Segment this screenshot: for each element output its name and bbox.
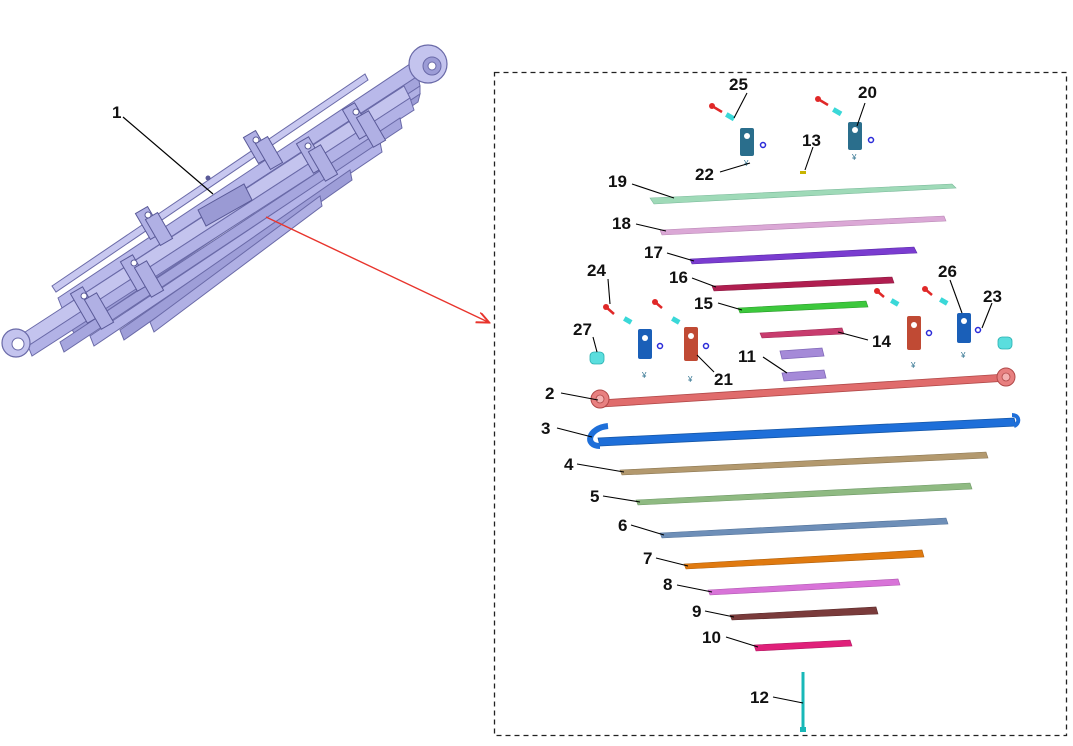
part-label-8: 8 <box>663 575 672 594</box>
leaf-9 <box>729 606 879 621</box>
leader-lines <box>556 92 993 704</box>
clip-26 <box>957 313 971 343</box>
svg-text:¥: ¥ <box>851 153 857 162</box>
part-label-12: 12 <box>750 688 769 707</box>
part-label-4: 4 <box>564 455 574 474</box>
part-label-25: 25 <box>729 75 748 94</box>
part-label-24: 24 <box>587 261 606 280</box>
leaf-17 <box>689 246 918 265</box>
leaf-4 <box>619 451 989 476</box>
part-label-26: 26 <box>938 262 957 281</box>
spring-eye-right <box>408 44 448 84</box>
part-label-27: 27 <box>573 320 592 339</box>
leaf-7 <box>683 549 925 570</box>
part-label-11: 11 <box>738 347 756 366</box>
part-label-21: 21 <box>714 370 733 389</box>
leaf-19 <box>649 183 957 205</box>
part-labels: 25 20 13 22 19 18 17 16 15 14 11 24 27 2… <box>541 75 1002 707</box>
leaf-10 <box>753 639 853 652</box>
part-label-22: 22 <box>695 165 714 184</box>
leader-arrow <box>265 216 488 322</box>
part-label-19: 19 <box>608 172 627 191</box>
part-label-7: 7 <box>643 549 652 568</box>
clip-red-right <box>907 316 921 350</box>
svg-text:¥: ¥ <box>687 375 693 384</box>
leaf-3 <box>597 417 1017 447</box>
part-label-20: 20 <box>858 83 877 102</box>
part-label-13: 13 <box>802 131 821 150</box>
part-label-1: 1 <box>112 103 121 122</box>
spring-eye-left <box>1 328 31 358</box>
middle-clip-hardware: ¥ ¥ ¥ ¥ <box>589 286 1013 384</box>
rebound-clips <box>69 102 387 330</box>
leaf-18 <box>659 215 947 236</box>
main-leaves <box>587 367 1021 652</box>
svg-text:¥: ¥ <box>743 159 749 168</box>
part-label-14: 14 <box>872 332 891 351</box>
leaf-15 <box>737 300 869 314</box>
part-label-5: 5 <box>590 487 599 506</box>
assembled-leaf-spring <box>1 44 448 358</box>
exploded-view-frame <box>493 71 1068 737</box>
part-label-9: 9 <box>692 602 701 621</box>
leaf-6 <box>659 517 949 539</box>
top-clip-hardware: ¥ ¥ <box>709 96 875 174</box>
svg-text:¥: ¥ <box>910 361 916 370</box>
part-label-18: 18 <box>612 214 631 233</box>
part-label-2: 2 <box>545 384 554 403</box>
part-label-10: 10 <box>702 628 721 647</box>
center-pad <box>197 183 253 227</box>
part-label-16: 16 <box>669 268 688 287</box>
svg-text:¥: ¥ <box>641 371 647 380</box>
center-bolt-12 <box>800 672 806 732</box>
leaf-16 <box>711 276 895 292</box>
upper-leaves <box>649 183 957 339</box>
leader-line-1 <box>122 116 214 195</box>
part-label-3: 3 <box>541 419 550 438</box>
leaf-5 <box>635 482 973 506</box>
part-label-15: 15 <box>694 294 713 313</box>
part-label-6: 6 <box>618 516 627 535</box>
leaf-8 <box>707 578 901 596</box>
spacers-11 <box>779 347 827 382</box>
svg-text:¥: ¥ <box>960 351 966 360</box>
bushing-27 <box>589 351 605 365</box>
part-label-17: 17 <box>644 243 663 262</box>
leaf-14 <box>759 327 845 339</box>
clip-22 <box>740 128 754 156</box>
clip-21 <box>684 327 698 361</box>
clip-blue-left <box>638 329 652 359</box>
clip-20 <box>848 122 862 150</box>
part-label-23: 23 <box>983 287 1002 306</box>
